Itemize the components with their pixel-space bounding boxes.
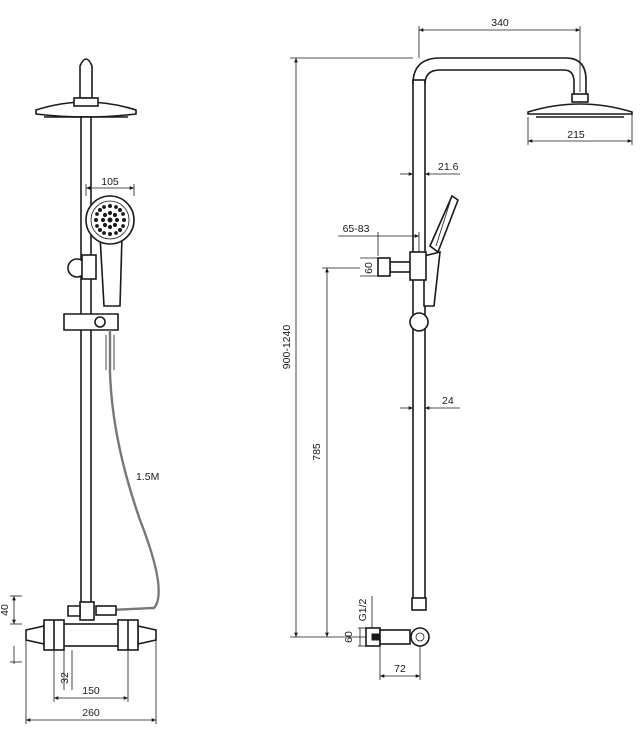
flexible-hose [108, 330, 160, 612]
rain-head-front [35, 101, 137, 118]
hose-connector [95, 605, 117, 616]
bracket-clamp-side [409, 251, 427, 281]
slider-holder-front [63, 313, 119, 331]
dim-40: 40 [0, 604, 11, 616]
dim-785: 785 [311, 443, 323, 461]
slider-knob-side [409, 312, 429, 332]
dim-72: 72 [394, 663, 406, 675]
side-view-dimensions: 340 215 21.6 65-83 60 900-1240 785 24 [281, 17, 633, 680]
wall-plate-top [377, 257, 391, 277]
dim-105: 105 [101, 176, 119, 188]
dim-340: 340 [491, 17, 509, 29]
dim-60-bottom: 60 [343, 631, 355, 643]
side-view [365, 57, 633, 647]
front-view-dimensions: 105 1.5M 40 32 150 260 [0, 176, 159, 724]
rain-head-side [527, 103, 633, 115]
dim-65-83: 65-83 [343, 223, 370, 235]
mixer-body-side [379, 629, 411, 645]
head-connector-front [73, 97, 99, 107]
dim-150: 150 [82, 685, 100, 697]
head-connector-side [571, 93, 589, 103]
dim-hose-length: 1.5M [136, 471, 159, 483]
dim-900-1240: 900-1240 [281, 325, 293, 370]
inlet-thread [371, 633, 381, 641]
hand-shower-handle [99, 235, 123, 307]
dim-215: 215 [567, 129, 585, 141]
diverter-side [411, 597, 427, 611]
right-handle [137, 625, 157, 645]
front-view [25, 58, 160, 651]
mixer-handle-side [410, 627, 430, 647]
dim-21-6: 21.6 [438, 161, 459, 173]
dim-260: 260 [82, 707, 100, 719]
dim-32: 32 [59, 672, 71, 684]
riser-rod-side [412, 79, 426, 609]
spray-nozzles [94, 204, 126, 236]
left-handle [25, 625, 45, 645]
hand-shower-handle-side [423, 250, 441, 307]
head-arm-stem [79, 58, 93, 99]
bracket-clamp-front [81, 254, 97, 280]
dim-24: 24 [442, 395, 454, 407]
diverter-valve [79, 601, 95, 621]
dim-g1-2: G1/2 [357, 598, 369, 621]
hand-shower-head-side [429, 194, 459, 254]
dim-60-top: 60 [363, 262, 375, 274]
